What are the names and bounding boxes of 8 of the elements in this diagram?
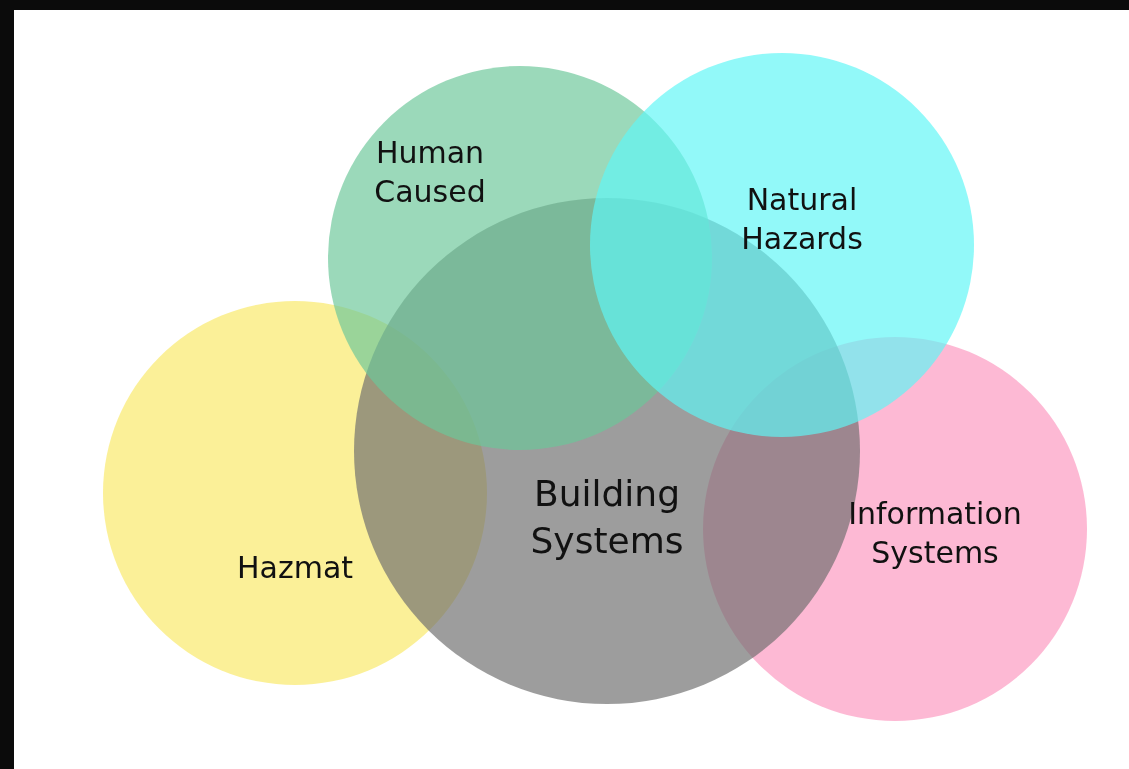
venn-circle: [590, 53, 974, 437]
circle-label: Building Systems: [529, 472, 685, 563]
venn-circle: [103, 301, 487, 685]
circle-label: Information Systems: [847, 495, 1023, 572]
circle-label: Human Caused: [373, 134, 487, 211]
venn-circle: [703, 337, 1087, 721]
circle-label: Hazmat: [235, 549, 355, 587]
circle-label: Natural Hazards: [740, 181, 864, 258]
